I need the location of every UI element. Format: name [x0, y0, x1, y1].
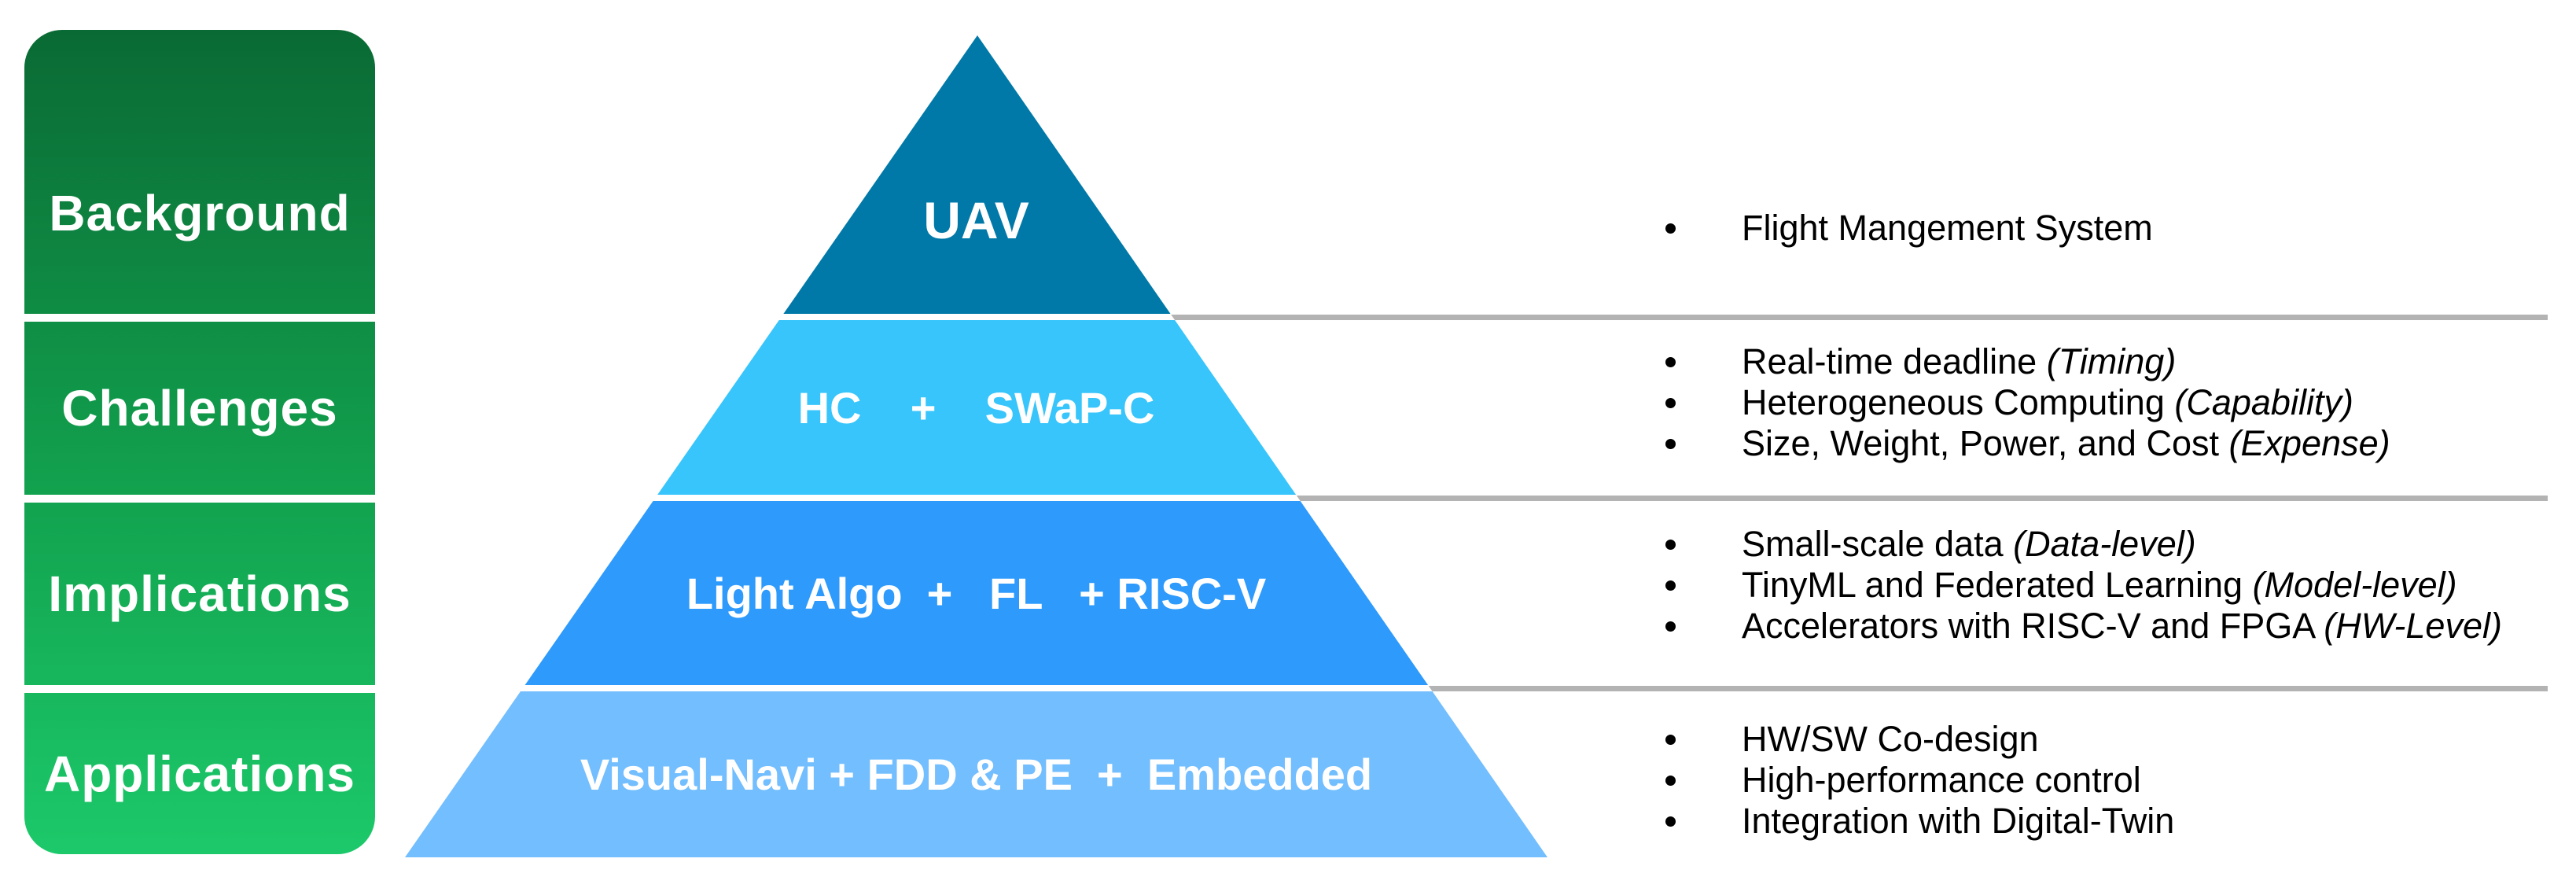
notes-applications: HW/SW Co-design High-performance control… — [1665, 719, 2174, 842]
bullet-label: Accelerators with RISC-V and FPGA — [1742, 606, 2324, 646]
sidebar-item-background: Background — [24, 30, 375, 314]
sidebar-item-label: Background — [49, 184, 351, 241]
pyramid-level-label: HC + SWaP-C — [797, 382, 1155, 433]
bullet-item: Size, Weight, Power, and Cost (Expense) — [1665, 423, 2390, 464]
bullet-icon — [1665, 223, 1676, 234]
bullet-item: Integration with Digital-Twin — [1665, 801, 2174, 842]
notes-challenges: Real-time deadline (Timing) Heterogeneou… — [1665, 341, 2390, 464]
sidebar-item-label: Implications — [48, 566, 351, 622]
sidebar-divider — [24, 495, 375, 503]
bullet-icon — [1665, 539, 1676, 550]
bullet-item: Flight Mangement System — [1665, 208, 2153, 249]
bullet-label-italic: (Capability) — [2174, 382, 2353, 422]
bullet-item: Heterogeneous Computing (Capability) — [1665, 382, 2390, 423]
sidebar-item-label: Challenges — [61, 380, 338, 437]
bullet-icon — [1665, 438, 1676, 449]
bullet-label-italic: (Data-level) — [2013, 524, 2196, 564]
bullet-label: Flight Mangement System — [1742, 208, 2153, 248]
bullet-item: Accelerators with RISC-V and FPGA (HW-Le… — [1665, 606, 2502, 647]
bullet-item: Real-time deadline (Timing) — [1665, 341, 2390, 382]
separator-line — [1286, 496, 2548, 501]
bullet-item: High-performance control — [1665, 760, 2174, 801]
bullet-item: Small-scale data (Data-level) — [1665, 524, 2502, 565]
sidebar-divider — [24, 685, 375, 693]
pyramid-divider — [405, 314, 1547, 320]
sidebar-divider — [24, 314, 375, 322]
notes-implications: Small-scale data (Data-level) TinyML and… — [1665, 524, 2502, 647]
sidebar-item-applications: Applications — [24, 693, 375, 854]
bullet-label-italic: (HW-Level) — [2324, 606, 2502, 646]
pyramid-level-label: UAV — [923, 191, 1029, 249]
sidebar-item-implications: Implications — [24, 503, 375, 685]
pyramid-level-hc-swapc: HC + SWaP-C — [405, 320, 1547, 495]
sidebar-item-challenges: Challenges — [24, 322, 375, 495]
pyramid-divider — [405, 495, 1547, 501]
bullet-label-italic: (Expense) — [2228, 423, 2390, 463]
separator-line — [1415, 686, 2548, 691]
bullet-label: Integration with Digital-Twin — [1742, 801, 2175, 841]
separator-line — [1156, 315, 2548, 320]
bullet-label: TinyML and Federated Learning — [1742, 565, 2253, 605]
bullet-label: Small-scale data — [1742, 524, 2014, 564]
pyramid-diagram: UAV HC + SWaP-C Light Algo + FL + RISC-V… — [405, 35, 1547, 857]
pyramid-divider — [405, 685, 1547, 691]
bullet-icon — [1665, 397, 1676, 408]
pyramid-level-visualnavi-fdd-embedded: Visual-Navi + FDD & PE + Embedded — [405, 691, 1547, 857]
bullet-icon — [1665, 816, 1676, 827]
bullet-icon — [1665, 734, 1676, 745]
bullet-item: TinyML and Federated Learning (Model-lev… — [1665, 565, 2502, 606]
notes-background: Flight Mangement System — [1665, 208, 2153, 249]
pyramid-level-label: Light Algo + FL + RISC-V — [686, 568, 1267, 618]
bullet-label: HW/SW Co-design — [1742, 719, 2039, 759]
bullet-item: HW/SW Co-design — [1665, 719, 2174, 760]
bullet-label: Size, Weight, Power, and Cost — [1742, 423, 2229, 463]
bullet-icon — [1665, 580, 1676, 591]
sidebar-item-label: Applications — [43, 745, 356, 802]
bullet-label-italic: (Model-level) — [2252, 565, 2457, 605]
bullet-icon — [1665, 356, 1676, 367]
bullet-icon — [1665, 775, 1676, 786]
bullet-label-italic: (Timing) — [2046, 341, 2177, 381]
bullet-label: Real-time deadline — [1742, 341, 2047, 381]
pyramid-level-lightalgo-fl-riscv: Light Algo + FL + RISC-V — [405, 501, 1547, 685]
bullet-label: High-performance control — [1742, 760, 2141, 800]
bullet-icon — [1665, 621, 1676, 632]
bullet-label: Heterogeneous Computing — [1742, 382, 2175, 422]
pyramid-level-uav: UAV — [405, 35, 1547, 314]
pyramid-level-label: Visual-Navi + FDD & PE + Embedded — [580, 750, 1373, 799]
sidebar: Background Challenges Implications Appli… — [24, 30, 375, 854]
